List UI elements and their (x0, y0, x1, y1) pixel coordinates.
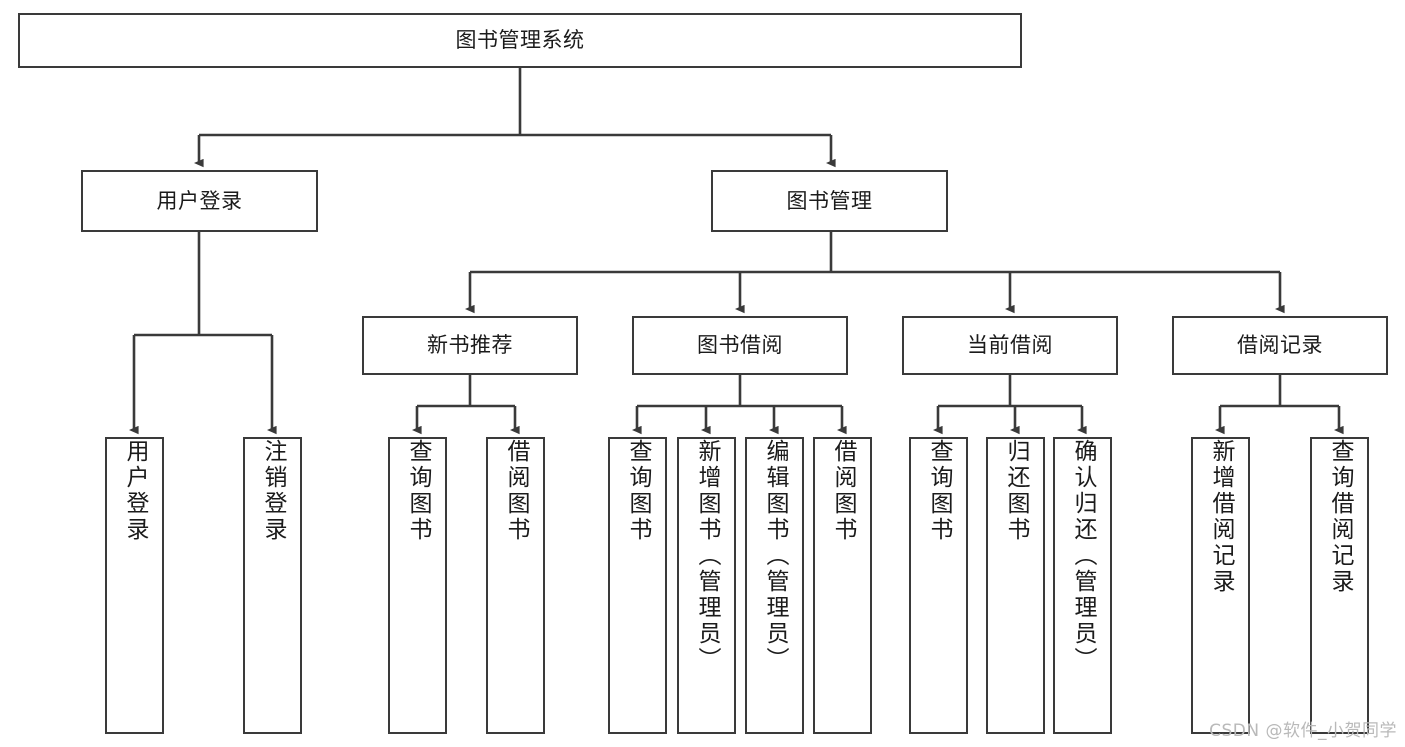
leaf-logout-label: 注销登录 (260, 439, 286, 543)
node-user-login-label: 用户登录 (156, 188, 243, 213)
leaf-borrow-book-1-label: 借阅图书 (503, 439, 529, 543)
node-current-borrow-label: 当前借阅 (967, 333, 1053, 358)
leaf-query-book-1-label: 查询图书 (405, 439, 431, 543)
leaf-query-book-1[interactable]: 查询图书 (388, 437, 447, 734)
node-book-borrow-label: 图书借阅 (697, 333, 783, 358)
leaf-add-record-label: 新增借阅记录 (1208, 439, 1234, 595)
leaf-borrow-book-1[interactable]: 借阅图书 (486, 437, 545, 734)
leaf-add-book-label: 新增图书（管理员） (694, 439, 720, 673)
leaf-borrow-book-2-label: 借阅图书 (830, 439, 856, 543)
node-new-book-rec-label: 新书推荐 (427, 333, 513, 358)
node-borrow-record[interactable]: 借阅记录 (1172, 316, 1388, 375)
leaf-confirm-return-label: 确认归还（管理员） (1070, 439, 1096, 673)
node-current-borrow[interactable]: 当前借阅 (902, 316, 1118, 375)
leaf-query-book-2-label: 查询图书 (625, 439, 651, 543)
leaf-user-login[interactable]: 用户登录 (105, 437, 164, 734)
leaf-return-book[interactable]: 归还图书 (986, 437, 1045, 734)
leaf-add-book[interactable]: 新增图书（管理员） (677, 437, 736, 734)
leaf-edit-book[interactable]: 编辑图书（管理员） (745, 437, 804, 734)
node-book-manage[interactable]: 图书管理 (711, 170, 948, 232)
node-borrow-record-label: 借阅记录 (1237, 333, 1323, 358)
node-root-label: 图书管理系统 (455, 28, 585, 53)
leaf-query-book-3[interactable]: 查询图书 (909, 437, 968, 734)
leaf-query-record[interactable]: 查询借阅记录 (1310, 437, 1369, 734)
watermark: CSDN @软件_小贺同学 (1209, 721, 1397, 741)
leaf-add-record[interactable]: 新增借阅记录 (1191, 437, 1250, 734)
leaf-logout[interactable]: 注销登录 (243, 437, 302, 734)
leaf-edit-book-label: 编辑图书（管理员） (762, 439, 788, 673)
leaf-query-book-3-label: 查询图书 (926, 439, 952, 543)
node-book-borrow[interactable]: 图书借阅 (632, 316, 848, 375)
node-new-book-rec[interactable]: 新书推荐 (362, 316, 578, 375)
leaf-confirm-return[interactable]: 确认归还（管理员） (1053, 437, 1112, 734)
leaf-query-book-2[interactable]: 查询图书 (608, 437, 667, 734)
leaf-borrow-book-2[interactable]: 借阅图书 (813, 437, 872, 734)
node-book-manage-label: 图书管理 (786, 188, 873, 213)
node-root[interactable]: 图书管理系统 (18, 13, 1022, 68)
node-user-login[interactable]: 用户登录 (81, 170, 318, 232)
leaf-user-login-label: 用户登录 (122, 439, 148, 543)
leaf-return-book-label: 归还图书 (1003, 439, 1029, 543)
leaf-query-record-label: 查询借阅记录 (1327, 439, 1353, 595)
